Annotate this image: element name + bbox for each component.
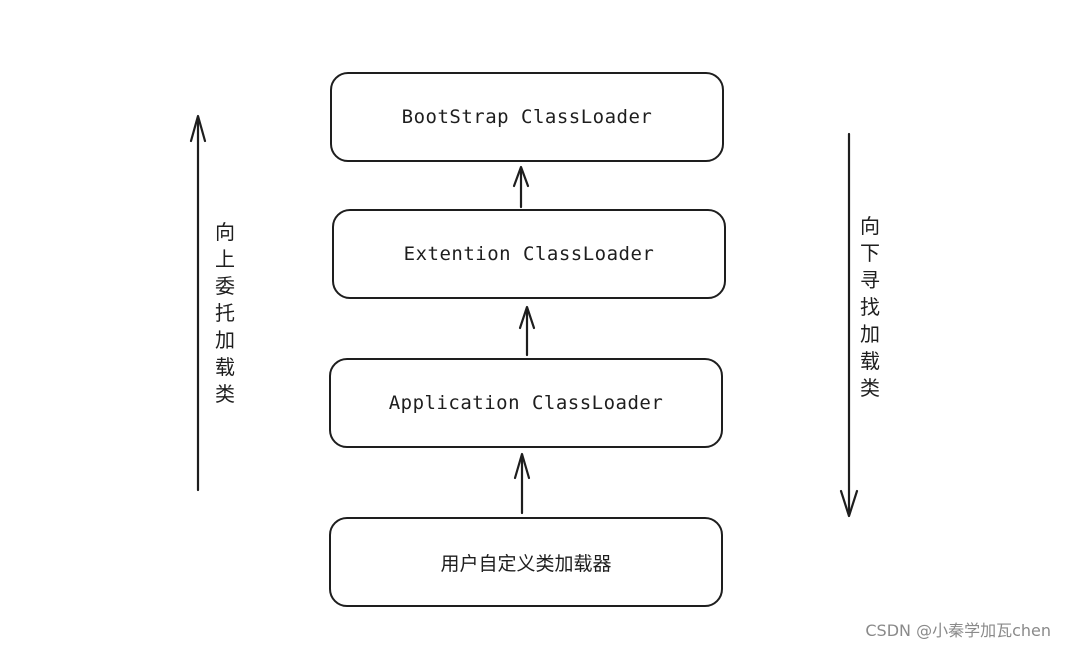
- bootstrap-classloader-box: BootStrap ClassLoader: [330, 72, 724, 162]
- watermark: CSDN @小秦学加瓦chen: [865, 621, 1051, 640]
- custom-classloader-box: 用户自定义类加载器: [329, 517, 723, 607]
- arrow-down-search: [839, 132, 859, 518]
- arrow-custom-to-application: [513, 452, 531, 515]
- downward-search-label: 向下寻找加载类: [860, 214, 880, 400]
- application-classloader-box: Application ClassLoader: [329, 358, 723, 448]
- custom-classloader-label: 用户自定义类加载器: [440, 552, 612, 575]
- extention-classloader-box: Extention ClassLoader: [332, 209, 726, 299]
- bootstrap-classloader-label: BootStrap ClassLoader: [401, 106, 653, 128]
- arrow-up-delegation: [189, 114, 207, 492]
- arrow-extention-to-bootstrap: [512, 165, 530, 209]
- arrow-application-to-extention: [518, 305, 536, 357]
- application-classloader-label: Application ClassLoader: [388, 392, 664, 414]
- upward-delegation-label: 向上委托加载类: [215, 220, 235, 406]
- extention-classloader-label: Extention ClassLoader: [403, 243, 655, 265]
